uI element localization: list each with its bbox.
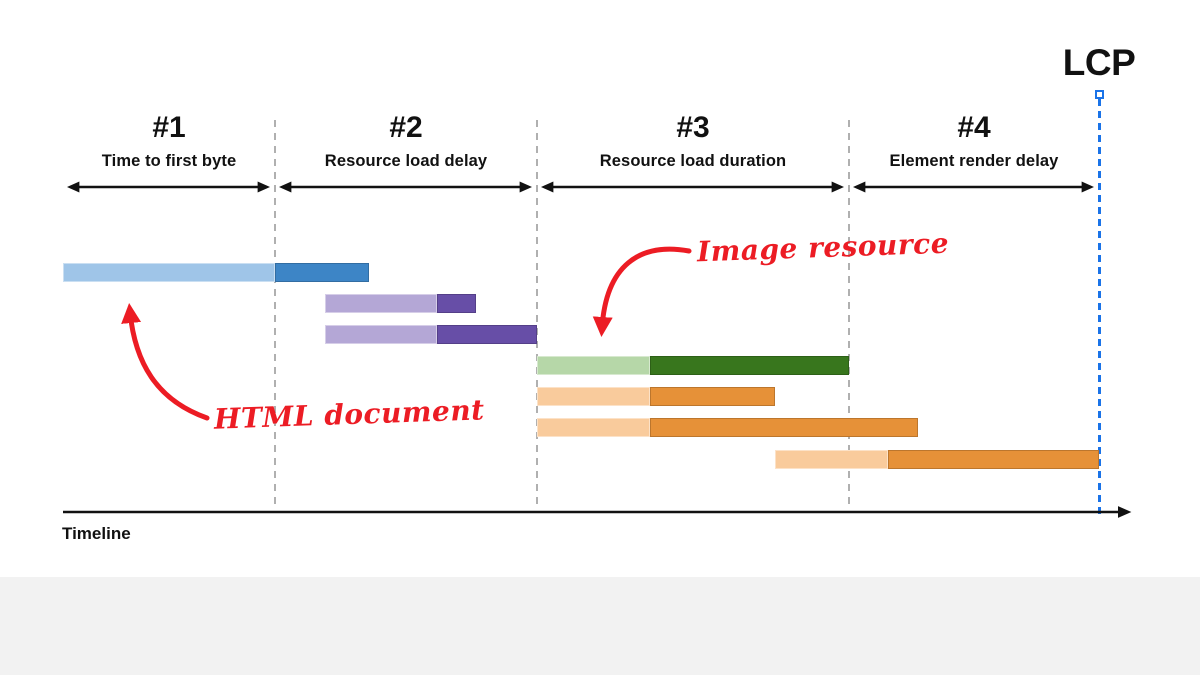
image-resource-annotation: Image resource (696, 226, 950, 269)
bar-image-light-segment (537, 356, 650, 375)
bar-script-dark-segment (650, 387, 775, 406)
phase-number: #2 (389, 111, 423, 144)
phase-name-label: Resource load duration (599, 152, 787, 170)
bar-stylesheet-dark-segment (437, 294, 476, 313)
bar-stylesheet-dark-segment (437, 325, 537, 344)
bar-image-dark-segment (650, 356, 849, 375)
html-document-annotation: HTML document (213, 393, 486, 436)
phase-number: #1 (152, 111, 186, 144)
phase-name-label: Element render delay (889, 152, 1059, 170)
lcp-marker-icon (1094, 90, 1104, 99)
legend-band: DocumentStylesheetScriptImage (0, 577, 1200, 675)
phase-separator (848, 120, 850, 510)
phase-name-label: Time to first byte (101, 152, 237, 170)
bar-stylesheet-light-segment (325, 325, 437, 344)
timeline-label: Timeline (62, 524, 131, 543)
phase-separator (274, 120, 276, 510)
phase-separator (536, 120, 538, 510)
lcp-label: LCP (1062, 42, 1136, 83)
lcp-deadline-line (1097, 99, 1101, 515)
bar-document-dark-segment (275, 263, 369, 282)
html-document-arrow (121, 303, 210, 421)
image-resource-arrow (592, 246, 692, 337)
bar-stylesheet-light-segment (325, 294, 437, 313)
bar-document-light-segment (63, 263, 275, 282)
bar-script-light-segment (775, 450, 888, 469)
phase-name-label: Resource load delay (324, 152, 488, 170)
bar-script-light-segment (537, 418, 650, 437)
bar-script-dark-segment (888, 450, 1099, 469)
bar-script-dark-segment (650, 418, 918, 437)
phase-number: #3 (676, 111, 710, 144)
bar-script-light-segment (537, 387, 650, 406)
phase-number: #4 (957, 111, 991, 144)
